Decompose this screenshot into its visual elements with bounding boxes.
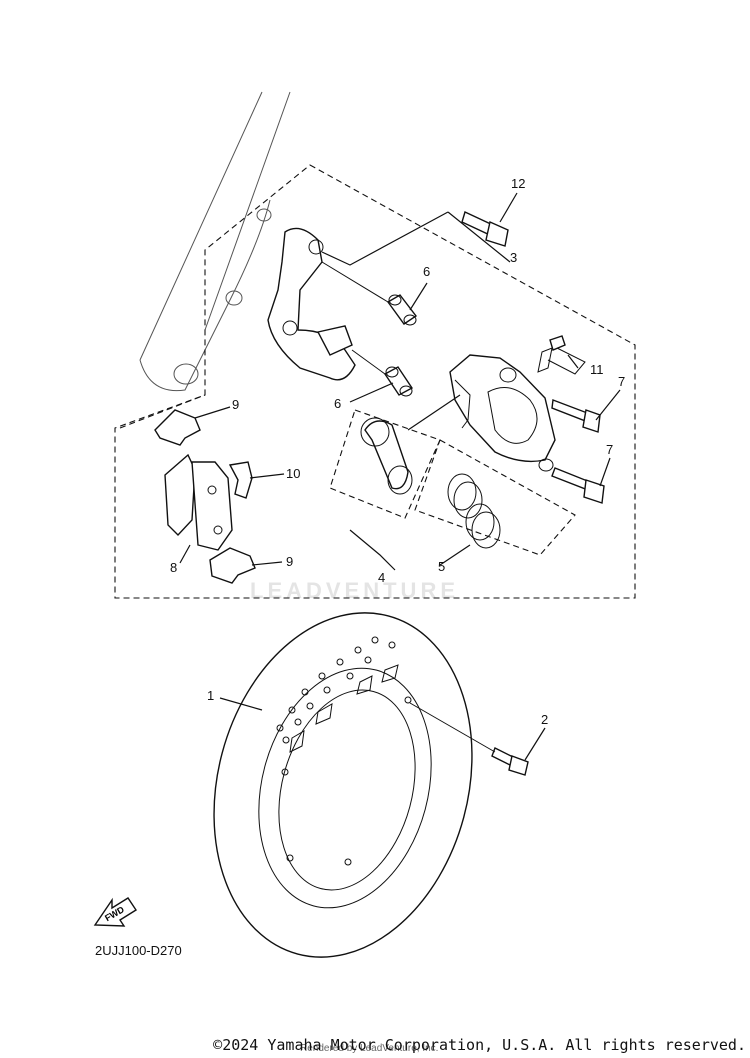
callout-9-lower[interactable]: 9 xyxy=(286,554,293,569)
callout-1[interactable]: 1 xyxy=(207,688,214,703)
brake-disc[interactable] xyxy=(177,584,509,987)
pad-spring[interactable] xyxy=(228,461,253,499)
callout-7-lower[interactable]: 7 xyxy=(606,442,613,457)
callout-6-lower[interactable]: 6 xyxy=(334,396,341,411)
caliper-assembly-boundary xyxy=(114,164,636,599)
diagram-code: 2UJJ100-D270 xyxy=(95,943,182,958)
caliper-bracket[interactable] xyxy=(267,227,356,381)
leadventure-watermark: LEADVENTURE xyxy=(250,578,460,603)
caliper-bolt-lower[interactable] xyxy=(551,467,605,504)
piston-seals[interactable] xyxy=(447,473,501,549)
callout-10[interactable]: 10 xyxy=(286,466,300,481)
piston[interactable] xyxy=(360,417,413,495)
callout-4[interactable]: 4 xyxy=(378,570,385,585)
callout-3[interactable]: 3 xyxy=(510,250,517,265)
bleed-screw[interactable] xyxy=(537,335,586,375)
brake-pad-kit[interactable] xyxy=(164,453,233,551)
slide-pin-boot-upper[interactable] xyxy=(386,294,418,326)
rendered-by-credit: Rendered by LeadVenture, Inc. xyxy=(300,1043,439,1054)
fork-leg-outline xyxy=(139,91,291,392)
callout-11[interactable]: 11 xyxy=(590,362,604,377)
pad-support-lower[interactable] xyxy=(209,547,256,584)
callout-2[interactable]: 2 xyxy=(541,712,548,727)
caliper-bolt-upper[interactable] xyxy=(551,399,601,433)
slide-pin-boot-lower[interactable] xyxy=(383,366,414,397)
pad-support-upper[interactable] xyxy=(154,409,201,446)
leader-lines xyxy=(179,192,621,761)
caliper-body[interactable] xyxy=(449,354,556,472)
piston-boundary xyxy=(329,409,441,519)
callout-6-upper[interactable]: 6 xyxy=(423,264,430,279)
copyright-notice: ©2024 Yamaha Motor Corporation, U.S.A. A… xyxy=(213,1036,746,1054)
disc-bolt[interactable] xyxy=(409,702,529,776)
callout-9-upper[interactable]: 9 xyxy=(232,397,239,412)
callout-8[interactable]: 8 xyxy=(170,560,177,575)
fwd-arrow-icon: FWD xyxy=(93,897,137,927)
bracket-bolt[interactable] xyxy=(461,211,509,247)
callout-12[interactable]: 12 xyxy=(511,176,525,191)
callout-5[interactable]: 5 xyxy=(438,559,445,574)
seal-kit-boundary xyxy=(414,439,576,556)
pad-kit-boundary xyxy=(119,394,206,429)
callout-7-upper[interactable]: 7 xyxy=(618,374,625,389)
